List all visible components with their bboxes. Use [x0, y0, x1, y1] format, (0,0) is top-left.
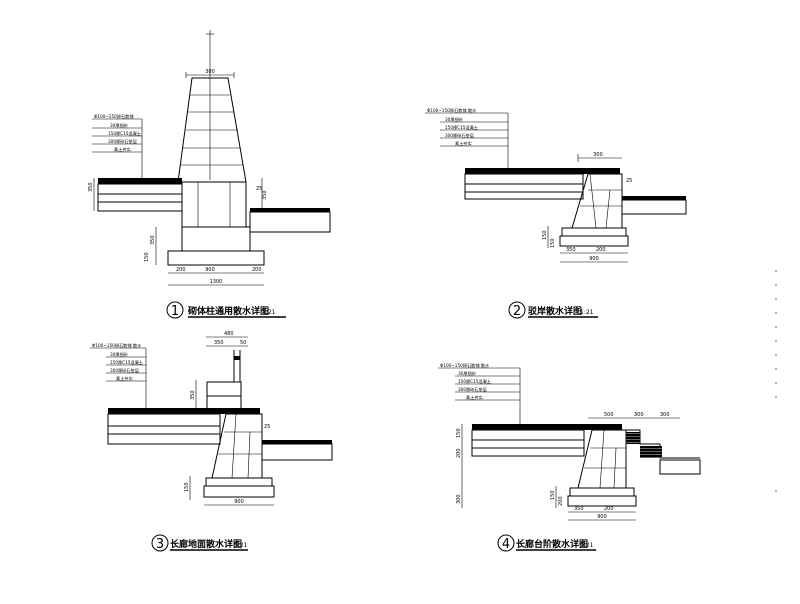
svg-text:4: 4: [502, 537, 510, 552]
detail-number-circle: [151, 534, 169, 552]
detail-number-circle: [497, 534, 515, 552]
svg-text:350: 350: [214, 340, 224, 346]
svg-text:1300: 1300: [210, 279, 223, 285]
svg-text:25: 25: [256, 186, 262, 192]
svg-text:30厚细砂: 30厚细砂: [110, 122, 128, 129]
svg-text:350: 350: [262, 190, 268, 200]
ground-right: [249, 211, 331, 233]
svg-text:900: 900: [589, 256, 599, 262]
dim-top: 300: [205, 69, 215, 75]
detail-4: Φ100~150卵石散铺 散水 30厚细砂 150厚C15混凝土 300厚碎石垫…: [438, 362, 701, 552]
svg-text:350: 350: [88, 182, 94, 192]
svg-text:150厚C15混凝土: 150厚C15混凝土: [445, 124, 478, 131]
steps: [626, 429, 700, 459]
svg-text:驳岸散水详图: 驳岸散水详图: [528, 305, 582, 317]
svg-text:150: 150: [456, 428, 462, 438]
svg-text:300厚碎石垫层: 300厚碎石垫层: [110, 367, 139, 374]
svg-text:Φ100~150卵石散铺: Φ100~150卵石散铺: [94, 113, 134, 120]
notes-1: Φ100~150卵石散铺 30厚细砂 150厚C15混凝土 300厚碎石垫层 素…: [92, 113, 143, 182]
svg-text:25: 25: [626, 178, 632, 184]
svg-text:350: 350: [150, 235, 156, 245]
svg-text:300厚碎石垫层: 300厚碎石垫层: [445, 132, 474, 139]
svg-text:350: 350: [574, 506, 584, 512]
svg-text:300厚碎石垫层: 300厚碎石垫层: [458, 386, 487, 393]
svg-text:30厚细砂: 30厚细砂: [458, 370, 476, 377]
svg-text:900: 900: [234, 499, 244, 505]
svg-text:350: 350: [566, 247, 576, 253]
detail-2: Φ100~150卵石散铺 散水 30厚细砂 150厚C15混凝土 300厚碎石垫…: [425, 107, 687, 319]
svg-text:1:21: 1:21: [580, 309, 594, 316]
svg-text:200: 200: [558, 496, 564, 506]
detail-3: Φ100~150卵石散铺 散水 30厚细砂 150厚C15混凝土 300厚碎石垫…: [90, 331, 333, 552]
detail-number: 1: [171, 304, 179, 319]
svg-text:3: 3: [156, 537, 164, 552]
svg-text:素土夯实: 素土夯实: [455, 140, 472, 147]
svg-text:200: 200: [456, 448, 462, 458]
svg-text:150: 150: [184, 482, 190, 492]
svg-text:Φ100~150卵石散铺 散水: Φ100~150卵石散铺 散水: [427, 107, 477, 114]
svg-text:500: 500: [604, 412, 614, 418]
svg-text:300厚碎石垫层: 300厚碎石垫层: [108, 138, 137, 145]
svg-text:200: 200: [176, 267, 186, 273]
svg-text:150: 150: [550, 490, 556, 500]
svg-text:350: 350: [190, 390, 196, 400]
svg-text:200: 200: [252, 267, 262, 273]
svg-text:150厚C15混凝土: 150厚C15混凝土: [458, 378, 491, 385]
detail-title: 砌体柱通用散水详图: [187, 305, 269, 317]
svg-text:150厚C15混凝土: 150厚C15混凝土: [110, 359, 143, 366]
svg-text:300: 300: [660, 412, 670, 418]
notes-2: Φ100~150卵石散铺 散水 30厚细砂 150厚C15混凝土 300厚碎石垫…: [425, 107, 509, 168]
svg-text:50: 50: [240, 340, 246, 346]
svg-text:150厚C15混凝土: 150厚C15混凝土: [108, 130, 141, 137]
svg-text:150: 150: [144, 252, 150, 262]
svg-text:2: 2: [513, 304, 521, 319]
svg-text:300: 300: [593, 152, 603, 158]
svg-text:300: 300: [634, 412, 644, 418]
detail-scale: 1:21: [262, 309, 276, 316]
svg-text:Φ100~150卵石散铺 散水: Φ100~150卵石散铺 散水: [440, 362, 490, 369]
notes-4: Φ100~150卵石散铺 散水 30厚细砂 150厚C15混凝土 300厚碎石垫…: [438, 362, 521, 425]
svg-text:200: 200: [596, 247, 606, 253]
svg-text:300: 300: [456, 494, 462, 504]
concrete-footing: [181, 226, 251, 252]
svg-text:1:21: 1:21: [234, 542, 248, 549]
svg-text:900: 900: [597, 514, 607, 520]
svg-text:长廊地面散水详图: 长廊地面散水详图: [170, 538, 242, 550]
svg-text:150: 150: [550, 238, 556, 248]
svg-text:Φ100~150卵石散铺 散水: Φ100~150卵石散铺 散水: [92, 342, 142, 349]
svg-text:素土夯实: 素土夯实: [466, 394, 483, 401]
gravel-base: [167, 250, 265, 266]
svg-text:30厚细砂: 30厚细砂: [445, 116, 463, 123]
svg-text:25: 25: [264, 424, 270, 430]
detail-number-circle: [166, 301, 184, 319]
svg-text:30厚细砂: 30厚细砂: [110, 351, 128, 358]
svg-text:480: 480: [224, 331, 234, 337]
svg-text:1:21: 1:21: [580, 542, 594, 549]
svg-text:200: 200: [604, 506, 614, 512]
svg-text:150: 150: [542, 230, 548, 240]
detail-number-circle: [508, 301, 526, 319]
svg-text:900: 900: [205, 267, 215, 273]
notes-3: Φ100~150卵石散铺 散水 30厚细砂 150厚C15混凝土 300厚碎石垫…: [90, 342, 147, 410]
stone-wall: [571, 173, 623, 229]
detail-1: 300 Φ100~150卵石散铺 30厚细砂 150厚C15混凝土: [88, 30, 331, 319]
svg-text:素土夯实: 素土夯实: [116, 375, 133, 382]
svg-text:素土夯实: 素土夯实: [114, 146, 131, 153]
svg-text:长廊台阶散水详图: 长廊台阶散水详图: [516, 538, 588, 550]
